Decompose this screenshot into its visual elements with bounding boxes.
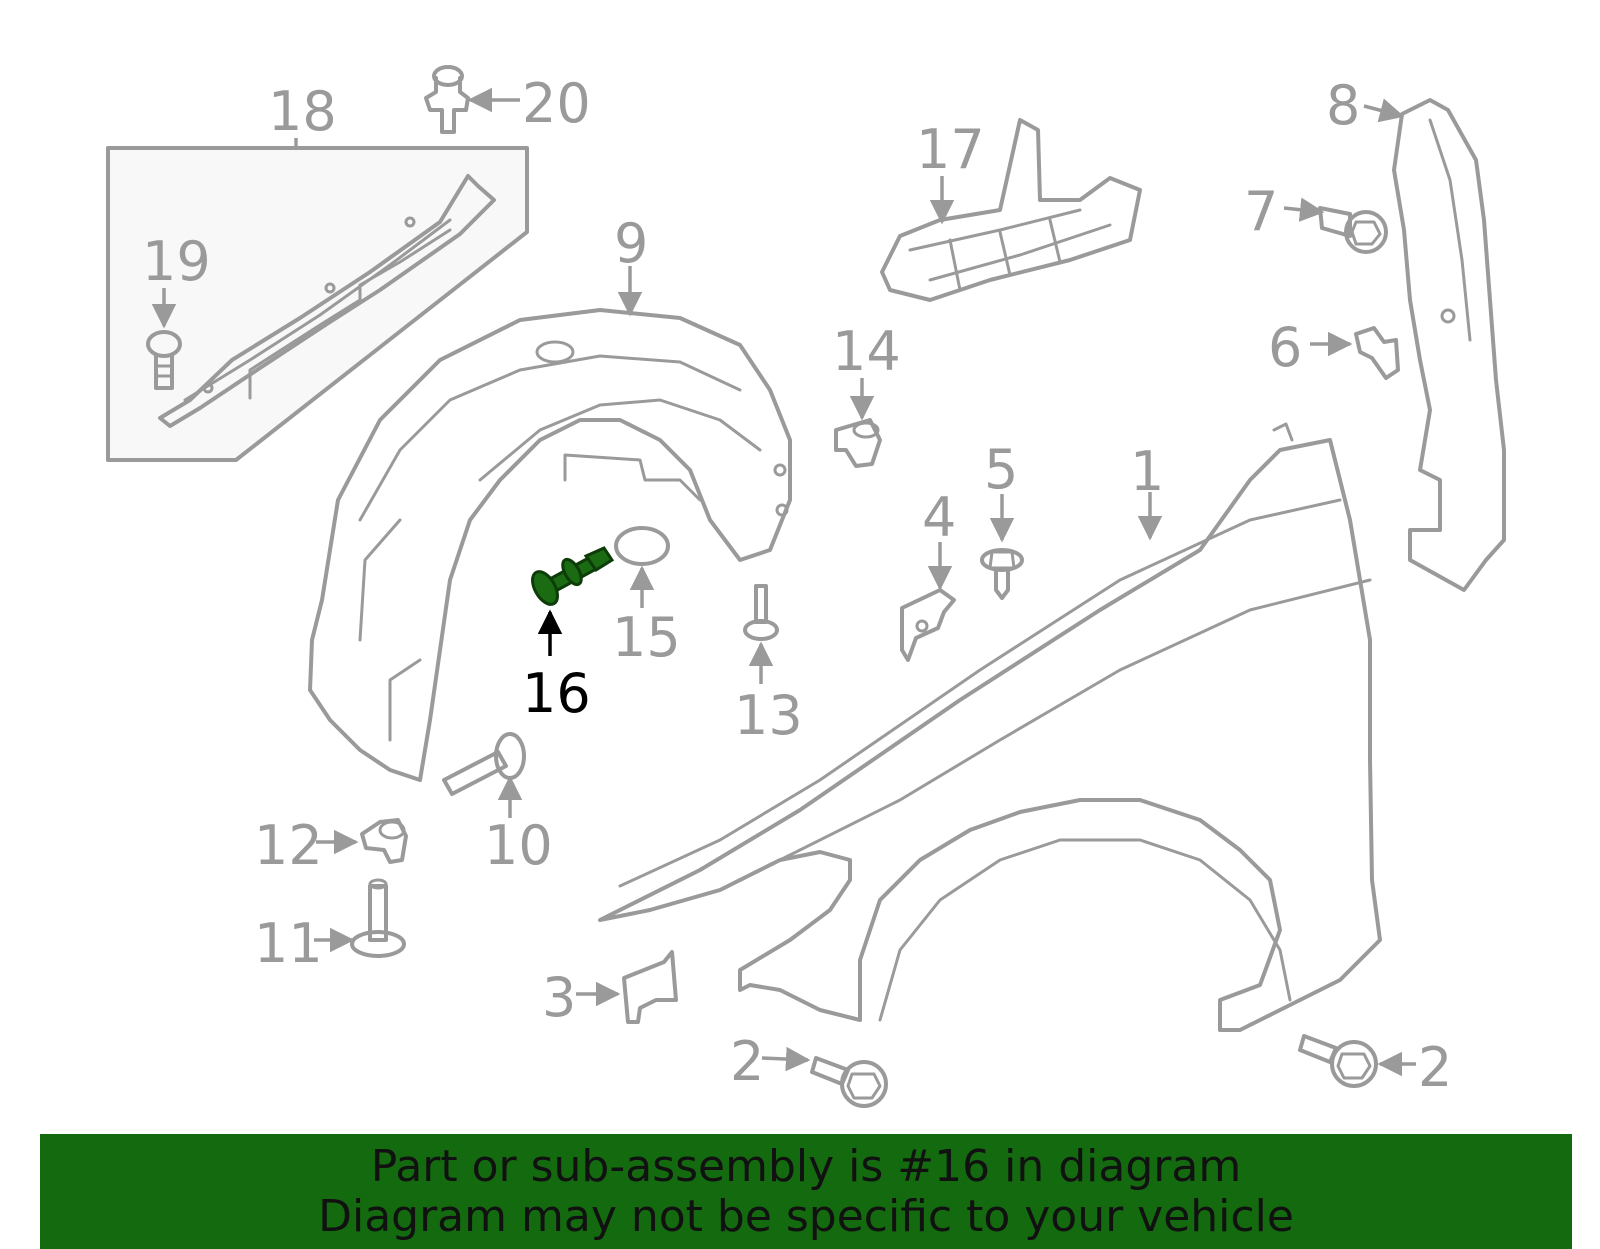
banner-line-2: Diagram may not be specific to your vehi… bbox=[318, 1190, 1294, 1242]
part-2-bolt-left bbox=[761, 1046, 888, 1108]
part-19-screw bbox=[146, 288, 182, 390]
label-2-right: 2 bbox=[1418, 1036, 1452, 1099]
label-15: 15 bbox=[612, 606, 681, 669]
part-12-clip bbox=[316, 818, 408, 864]
part-labels: 1 2 2 3 4 5 6 7 8 9 10 11 12 13 14 15 16… bbox=[142, 72, 1452, 1099]
part-15-grommet bbox=[614, 526, 670, 608]
label-7: 7 bbox=[1244, 180, 1278, 243]
part-8-bracket bbox=[1363, 98, 1506, 592]
part-6-clip bbox=[1310, 326, 1400, 380]
label-3: 3 bbox=[542, 966, 576, 1029]
part-17-bracket bbox=[880, 118, 1142, 302]
label-12: 12 bbox=[254, 814, 323, 877]
label-11: 11 bbox=[254, 912, 323, 975]
label-17: 17 bbox=[916, 118, 985, 181]
part-20-clip bbox=[424, 65, 520, 134]
part-3-bracket bbox=[576, 950, 678, 1024]
part-14-clip bbox=[834, 378, 882, 468]
part-18-box bbox=[106, 138, 529, 462]
banner-line-1: Part or sub-assembly is #16 in diagram bbox=[370, 1140, 1242, 1192]
label-10: 10 bbox=[484, 814, 553, 877]
label-20: 20 bbox=[522, 72, 591, 135]
part-11-pin bbox=[314, 878, 406, 958]
parts-diagram: 1 2 2 3 4 5 6 7 8 9 10 11 12 13 14 15 16… bbox=[106, 65, 1506, 1108]
part-5-bolt bbox=[980, 494, 1024, 600]
part-2-bolt-right bbox=[1298, 1034, 1416, 1088]
label-6: 6 bbox=[1268, 316, 1302, 379]
label-18: 18 bbox=[268, 80, 337, 143]
label-5: 5 bbox=[984, 438, 1018, 501]
label-19: 19 bbox=[142, 230, 211, 293]
part-13-pin bbox=[743, 584, 779, 684]
label-9: 9 bbox=[614, 212, 648, 275]
label-8: 8 bbox=[1326, 74, 1360, 137]
label-2-left: 2 bbox=[730, 1030, 764, 1093]
label-13: 13 bbox=[734, 684, 803, 747]
info-banner: Part or sub-assembly is #16 in diagram D… bbox=[40, 1134, 1572, 1249]
part-4-bracket bbox=[900, 542, 956, 662]
part-7-bolt bbox=[1283, 197, 1388, 254]
part-16-push-pin bbox=[531, 546, 615, 656]
label-16: 16 bbox=[522, 662, 591, 725]
part-1-fender bbox=[598, 422, 1382, 1032]
label-1: 1 bbox=[1130, 440, 1164, 503]
part-9-fender-liner bbox=[308, 266, 792, 782]
label-4: 4 bbox=[922, 486, 956, 549]
label-14: 14 bbox=[832, 320, 901, 383]
part-10-bolt bbox=[442, 732, 526, 818]
